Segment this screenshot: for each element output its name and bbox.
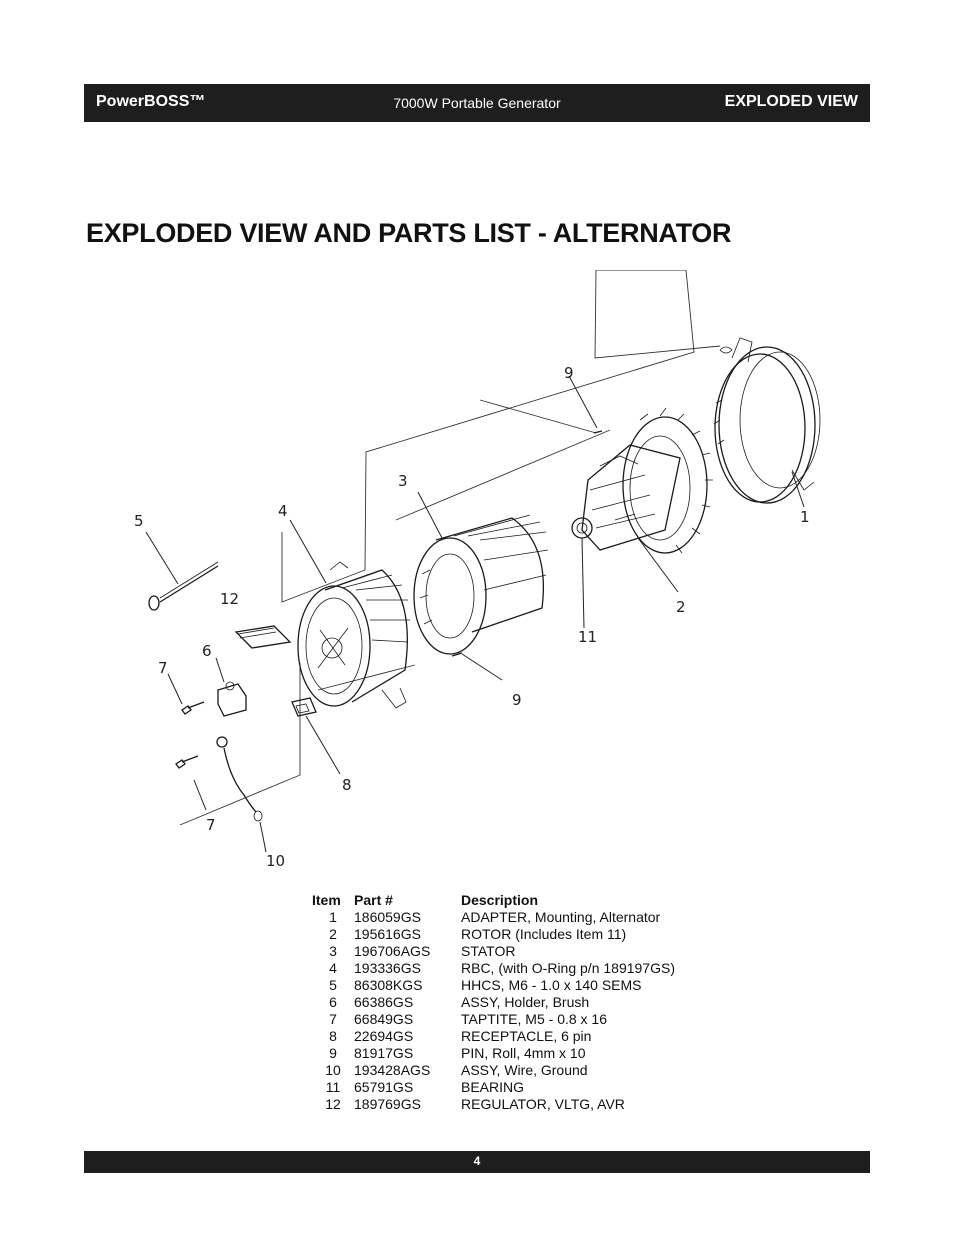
part-description: RBC, (with O-Ring p/n 189197GS): [461, 960, 675, 976]
item-number: 3: [329, 943, 337, 959]
part-stator: [413, 514, 549, 655]
part-number: 193336GS: [354, 960, 421, 976]
part-number: 193428AGS: [354, 1062, 431, 1078]
parts-list-header-row: Item Part # Description: [312, 892, 675, 909]
table-row: 12 189769GS REGULATOR, VLTG, AVR: [312, 1096, 675, 1113]
item-number: 5: [329, 977, 337, 993]
part-number: 86308KGS: [354, 977, 423, 993]
document-title: 7000W Portable Generator: [393, 95, 561, 111]
header-bar: PowerBOSS™ 7000W Portable Generator EXPL…: [84, 84, 870, 122]
part-receptacle: [291, 697, 317, 717]
callout-7-lower: 7: [206, 816, 216, 834]
part-bolt: [148, 561, 219, 611]
part-description: ROTOR (Includes Item 11): [461, 926, 627, 942]
part-ground-wire: [216, 736, 263, 822]
part-bearing-carrier: [297, 561, 410, 709]
table-row: 3 196706AGS STATOR: [312, 943, 675, 960]
brand-name: PowerBOSS™: [96, 93, 206, 110]
callout-9-upper: 9: [564, 364, 574, 382]
part-description: ASSY, Wire, Ground: [461, 1062, 588, 1078]
leader-lines: [145, 375, 805, 853]
item-number: 11: [325, 1079, 341, 1095]
table-row: 11 65791GS BEARING: [312, 1079, 675, 1096]
part-screw-upper: [181, 701, 205, 715]
part-description: ASSY, Holder, Brush: [461, 994, 590, 1010]
part-number: 65791GS: [354, 1079, 414, 1095]
part-number: 66849GS: [354, 1011, 414, 1027]
part-rotor: [571, 407, 713, 554]
part-roll-pin-lower: [451, 652, 463, 657]
part-roll-pin-upper: [593, 430, 603, 434]
section-label: EXPLODED VIEW: [724, 93, 858, 110]
callout-11: 11: [578, 628, 597, 646]
table-row: 10 193428AGS ASSY, Wire, Ground: [312, 1062, 675, 1079]
item-number: 10: [325, 1062, 341, 1078]
part-description: RECEPTACLE, 6 pin: [461, 1028, 592, 1044]
part-description: BEARING: [461, 1079, 525, 1095]
item-number: 2: [329, 926, 337, 942]
part-adapter: [713, 337, 821, 504]
assembly-guide-lines: [179, 270, 721, 826]
callout-3: 3: [398, 472, 408, 490]
part-brush-holder: [217, 681, 247, 717]
part-number: 196706AGS: [354, 943, 431, 959]
callout-9-lower: 9: [512, 691, 522, 709]
callout-7-upper: 7: [158, 659, 168, 677]
part-description: REGULATOR, VLTG, AVR: [461, 1096, 625, 1112]
part-description: STATOR: [461, 943, 516, 959]
callout-12: 12: [220, 590, 239, 608]
column-header-item: Item: [312, 892, 341, 908]
part-screw-lower: [175, 755, 199, 769]
part-description: HHCS, M6 - 1.0 x 140 SEMS: [461, 977, 642, 993]
callout-6: 6: [202, 642, 212, 660]
item-number: 7: [329, 1011, 337, 1027]
column-header-description: Description: [461, 892, 539, 908]
table-row: 1 186059GS ADAPTER, Mounting, Alternator: [312, 909, 675, 926]
part-number: 81917GS: [354, 1045, 414, 1061]
callout-5: 5: [134, 512, 144, 530]
page-title: EXPLODED VIEW AND PARTS LIST - ALTERNATO…: [86, 218, 732, 248]
parts-list-table: Item Part # Description 1 186059GS ADAPTER…: [312, 892, 675, 1113]
column-header-part: Part #: [354, 892, 393, 908]
exploded-view-diagram: 1 2 3 4 5 6 7 7 8 9 9 10 11 12: [134, 270, 821, 870]
part-number: 195616GS: [354, 926, 421, 942]
part-number: 66386GS: [354, 994, 414, 1010]
item-number: 8: [329, 1028, 337, 1044]
item-number: 12: [325, 1096, 341, 1112]
callout-1: 1: [800, 508, 810, 526]
callout-2: 2: [676, 598, 686, 616]
callout-8: 8: [342, 776, 352, 794]
table-row: 5 86308KGS HHCS, M6 - 1.0 x 140 SEMS: [312, 977, 675, 994]
table-row: 6 66386GS ASSY, Holder, Brush: [312, 994, 675, 1011]
part-description: TAPTITE, M5 - 0.8 x 16: [461, 1011, 608, 1027]
item-number: 1: [329, 909, 337, 925]
table-row: 9 81917GS PIN, Roll, 4mm x 10: [312, 1045, 675, 1062]
table-row: 8 22694GS RECEPTACLE, 6 pin: [312, 1028, 675, 1045]
callout-10: 10: [266, 852, 285, 870]
part-number: 189769GS: [354, 1096, 421, 1112]
table-row: 7 66849GS TAPTITE, M5 - 0.8 x 16: [312, 1011, 675, 1028]
table-row: 2 195616GS ROTOR (Includes Item 11): [312, 926, 675, 943]
item-number: 6: [329, 994, 337, 1010]
callout-4: 4: [278, 502, 288, 520]
item-number: 4: [329, 960, 337, 976]
part-description: PIN, Roll, 4mm x 10: [461, 1045, 586, 1061]
part-number: 22694GS: [354, 1028, 414, 1044]
footer-bar: 4: [84, 1151, 870, 1173]
page-number: 4: [473, 1154, 481, 1168]
part-regulator: [234, 625, 292, 649]
part-number: 186059GS: [354, 909, 421, 925]
table-row: 4 193336GS RBC, (with O-Ring p/n 189197GS): [312, 960, 675, 977]
item-number: 9: [329, 1045, 337, 1061]
part-description: ADAPTER, Mounting, Alternator: [461, 909, 661, 925]
